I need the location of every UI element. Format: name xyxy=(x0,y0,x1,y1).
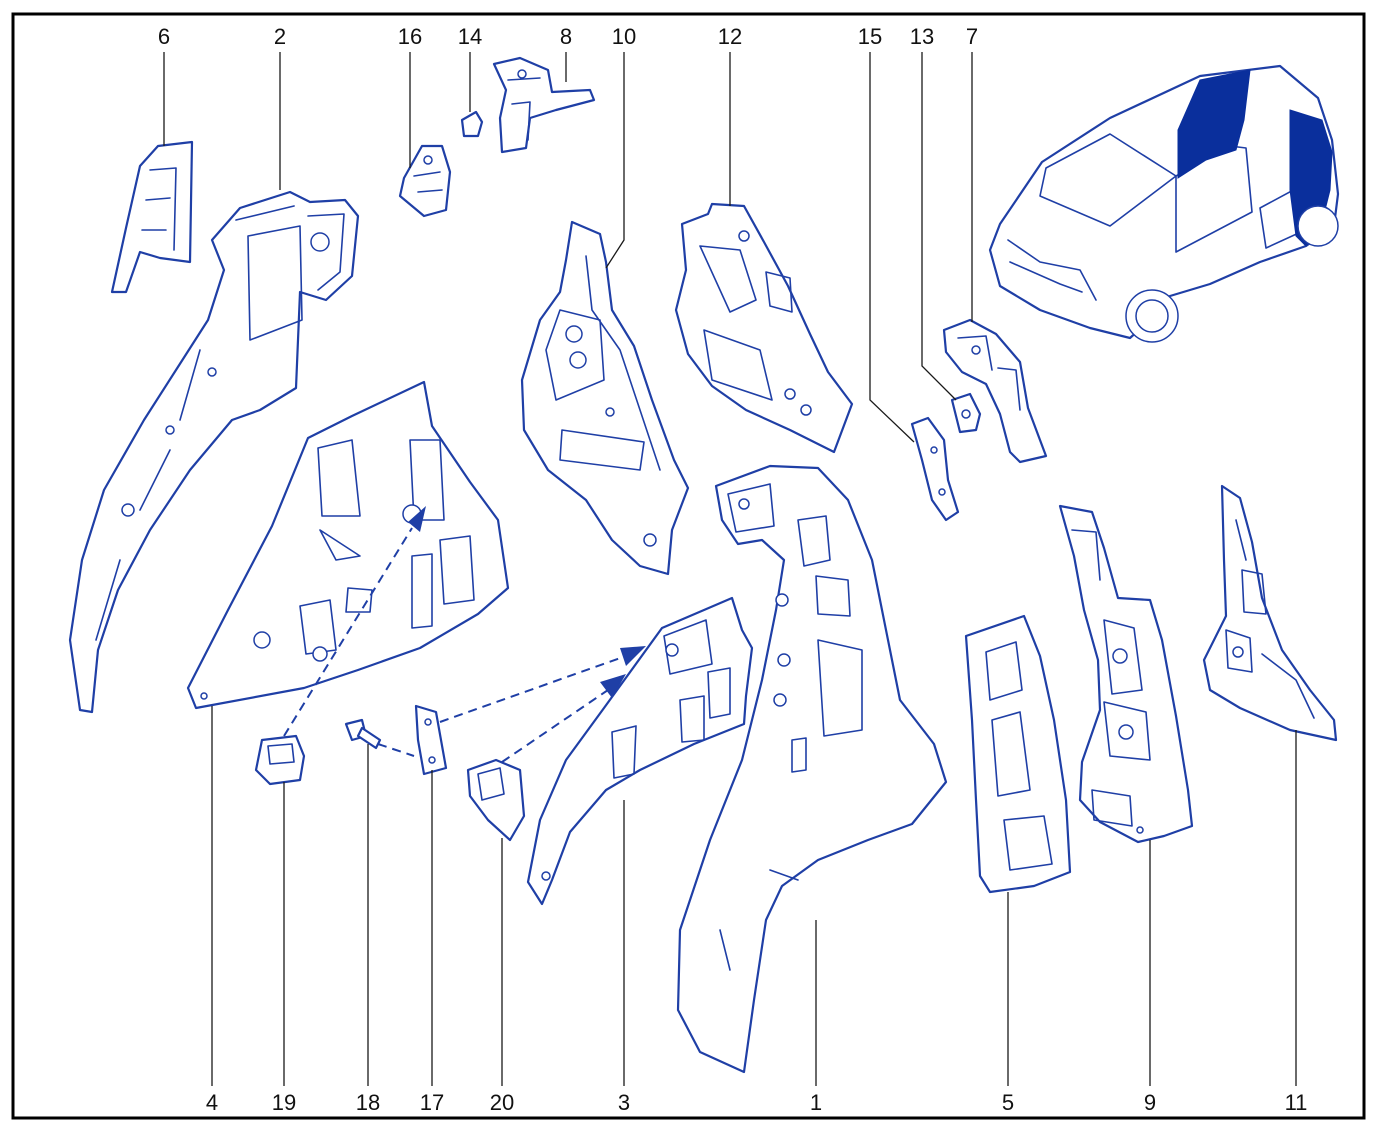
part-8 xyxy=(492,56,596,154)
assembly-arrows xyxy=(283,506,646,763)
callout-2: 2 xyxy=(274,24,286,49)
callout-16: 16 xyxy=(398,24,422,49)
callout-8: 8 xyxy=(560,24,572,49)
callout-15: 15 xyxy=(858,24,882,49)
callout-11: 11 xyxy=(1285,1090,1308,1115)
callout-6: 6 xyxy=(158,24,170,49)
callout-13: 13 xyxy=(910,24,934,49)
callout-17: 17 xyxy=(420,1090,444,1115)
part-6 xyxy=(110,140,194,294)
callout-18: 18 xyxy=(356,1090,380,1115)
part-1 xyxy=(676,464,948,1074)
reference-car-illustration xyxy=(988,64,1340,343)
part-3 xyxy=(526,596,754,906)
part-5 xyxy=(964,614,1072,894)
part-19 xyxy=(254,734,306,786)
callout-19: 19 xyxy=(272,1090,296,1115)
part-2 xyxy=(68,190,360,714)
part-16 xyxy=(398,144,452,218)
callout-4: 4 xyxy=(206,1090,218,1115)
part-17 xyxy=(414,704,448,776)
diagram-frame xyxy=(11,12,1366,1120)
callout-3: 3 xyxy=(618,1090,630,1115)
callout-12: 12 xyxy=(718,24,742,49)
part-9 xyxy=(1058,504,1194,844)
leader-lines xyxy=(163,52,1297,1086)
callout-9: 9 xyxy=(1144,1090,1156,1115)
callout-10: 10 xyxy=(612,24,636,49)
part-7 xyxy=(942,318,1048,464)
callout-5: 5 xyxy=(1002,1090,1014,1115)
part-13 xyxy=(950,392,982,434)
callout-20: 20 xyxy=(490,1090,514,1115)
part-14 xyxy=(460,110,484,138)
part-4 xyxy=(186,380,510,710)
part-15 xyxy=(910,416,960,522)
part-20 xyxy=(466,758,526,842)
highlighted-rear-pillar-left xyxy=(1177,69,1251,179)
callout-1: 1 xyxy=(810,1090,822,1115)
part-18 xyxy=(344,718,382,750)
part-12 xyxy=(674,202,854,454)
part-11 xyxy=(1202,484,1338,742)
callout-14: 14 xyxy=(458,24,482,49)
callouts-top: 6 2 16 14 8 10 12 15 13 7 xyxy=(158,24,978,49)
part-10 xyxy=(520,220,690,576)
callout-7: 7 xyxy=(966,24,978,49)
callouts-bottom: 4 19 18 17 20 3 1 5 9 11 xyxy=(206,1090,1308,1115)
